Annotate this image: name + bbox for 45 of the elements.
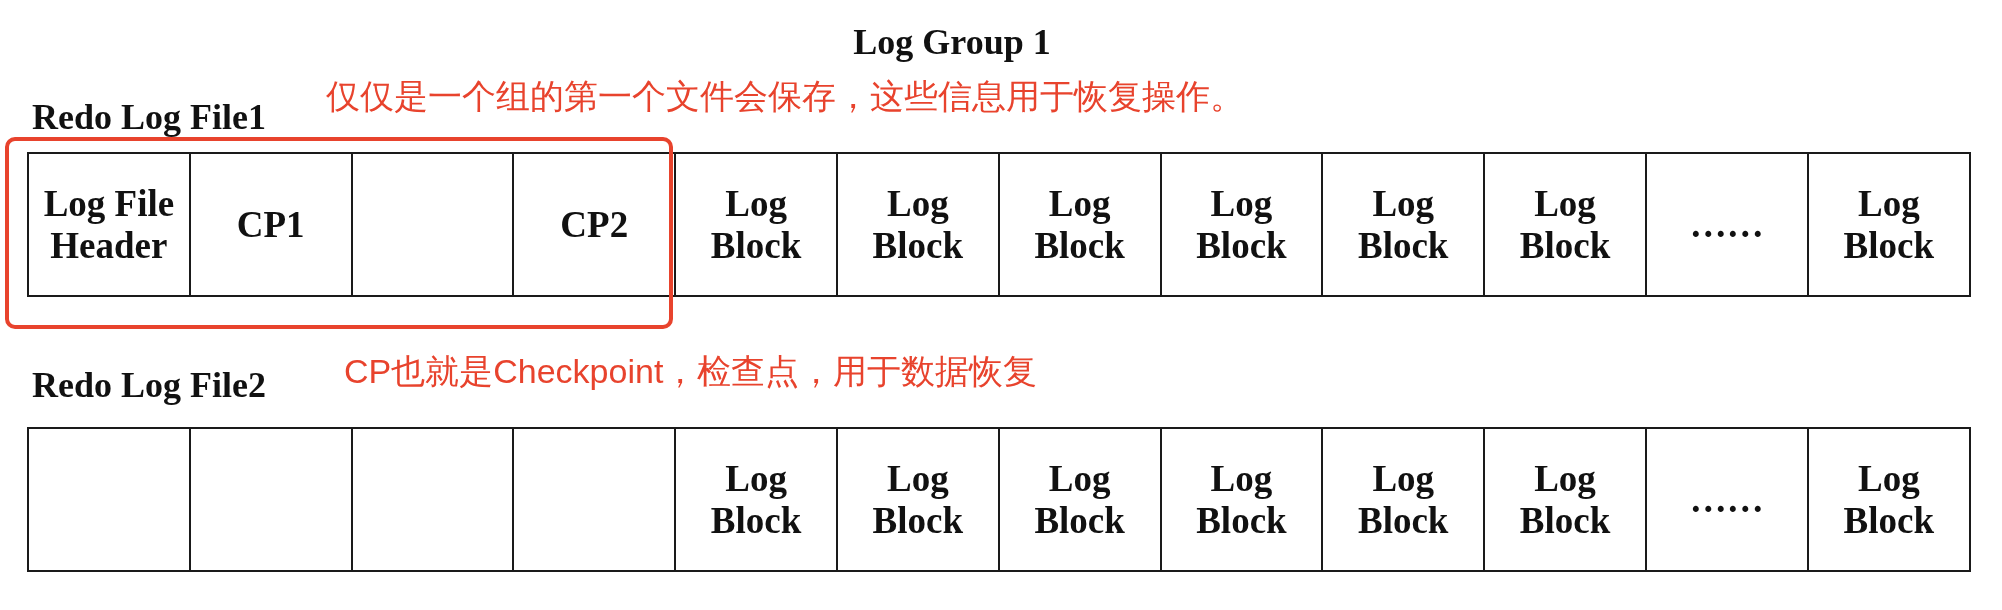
block-box	[674, 152, 836, 297]
block-label: Log File Header	[42, 182, 176, 267]
file-heading: Redo Log File2	[32, 367, 266, 403]
block-box	[1644, 152, 1807, 297]
block-label: Log Block	[1357, 182, 1450, 267]
block-label: Log Block	[709, 182, 803, 267]
block-label: CP2	[560, 203, 629, 246]
block-box	[1159, 152, 1322, 297]
block-label: ……	[1689, 203, 1764, 246]
block-box	[835, 427, 998, 572]
block-box	[1321, 427, 1484, 572]
block-label: Log Block	[1842, 457, 1936, 542]
block-label: Log Block	[709, 457, 803, 542]
block-box	[350, 427, 513, 572]
file-heading: Redo Log File1	[32, 99, 266, 135]
block-label: ……	[1689, 478, 1764, 521]
block-label: Log Block	[1842, 182, 1936, 267]
highlight-box	[5, 137, 673, 329]
block-box	[1806, 152, 1971, 297]
block-box	[27, 427, 189, 572]
block-label: Log Block	[1195, 182, 1288, 267]
block-box	[835, 152, 998, 297]
annotation-note: CP也就是Checkpoint，检查点，用于数据恢复	[344, 351, 1038, 391]
diagram-title: Log Group 1	[852, 24, 1052, 60]
block-box	[1644, 427, 1807, 572]
block-label: Log Block	[1195, 457, 1288, 542]
block-box	[512, 427, 675, 572]
block-box	[1806, 427, 1971, 572]
block-box	[1159, 427, 1322, 572]
block-box	[1483, 427, 1645, 572]
block-box	[997, 152, 1160, 297]
block-label: Log Block	[1357, 457, 1450, 542]
block-label: Log Block	[1033, 457, 1126, 542]
block-label: Log Block	[871, 457, 965, 542]
annotation-note: 仅仅是一个组的第一个文件会保存，这些信息用于恢复操作。	[326, 76, 1244, 116]
block-box	[188, 427, 351, 572]
block-label: Log Block	[1518, 182, 1612, 267]
block-label: CP1	[236, 203, 305, 246]
block-box	[674, 427, 836, 572]
block-label: Log Block	[1033, 182, 1126, 267]
block-box	[1483, 152, 1645, 297]
block-label: Log Block	[871, 182, 965, 267]
block-box	[1321, 152, 1484, 297]
block-box	[997, 427, 1160, 572]
block-label: Log Block	[1518, 457, 1612, 542]
